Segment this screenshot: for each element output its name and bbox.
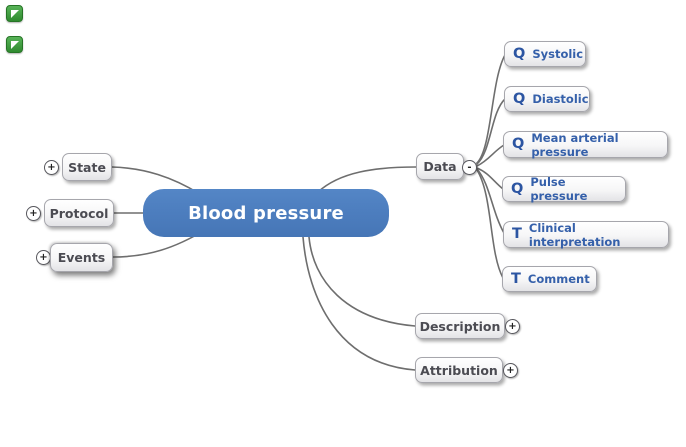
node-description-label: Description [419,318,501,334]
link-mean-arterial-pressure [476,144,505,167]
link-diastolic [476,98,506,165]
node-attribution-label: Attribution [420,362,498,378]
link-attribution [302,236,416,371]
node-protocol-label: Protocol [49,205,109,221]
node-events-label: Events [57,250,106,265]
quantity-icon: Q [513,45,526,62]
node-mean-arterial-pressure-label: Mean arterial pressure [531,130,619,159]
link-systolic [476,54,506,164]
node-diastolic[interactable]: Q Diastolic [504,86,590,112]
node-blood-pressure[interactable]: Blood pressure [143,189,389,237]
node-data-label: Data [423,159,457,174]
quantity-icon: Q [513,90,526,107]
node-state[interactable]: State [62,153,112,181]
link-comment [476,169,504,279]
link-description [308,236,416,327]
node-mean-arterial-pressure[interactable]: Q Mean arterial pressure [503,130,668,159]
arrow-up-left-icon [11,10,19,18]
pan-button-bottom[interactable] [6,36,23,53]
node-events[interactable]: Events [50,243,113,272]
node-comment-label: Comment [527,272,590,286]
text-icon: T [512,226,522,243]
expander-attribution[interactable]: + [503,363,518,378]
node-description[interactable]: Description [415,313,505,339]
node-data[interactable]: Data [416,153,464,180]
link-clinical-interpretation [476,168,505,234]
expander-state[interactable]: + [44,160,59,175]
expander-protocol[interactable]: + [26,206,41,221]
text-icon: T [511,270,521,287]
link-data [317,166,417,193]
node-blood-pressure-label: Blood pressure [188,202,344,224]
node-diastolic-label: Diastolic [532,92,589,106]
arrow-up-left-icon [11,41,19,49]
node-clinical-interpretation[interactable]: T Clinical interpretation [503,220,669,249]
expander-description[interactable]: + [505,319,520,334]
node-systolic-label: Systolic [532,47,584,61]
node-protocol[interactable]: Protocol [44,199,114,227]
expander-data[interactable]: - [462,160,477,175]
node-clinical-interpretation-label: Clinical interpretation [528,220,621,249]
node-pulse-pressure-label: Pulse pressure [530,175,588,203]
expander-events[interactable]: + [36,250,51,265]
node-state-label: State [68,159,106,175]
node-pulse-pressure[interactable]: Q Pulse pressure [502,175,626,203]
pan-button-top[interactable] [6,5,23,22]
node-systolic[interactable]: Q Systolic [504,41,586,67]
quantity-icon: Q [511,180,524,197]
link-pulse-pressure [476,167,504,190]
node-comment[interactable]: T Comment [502,266,597,292]
quantity-icon: Q [512,136,525,153]
node-attribution[interactable]: Attribution [415,357,503,383]
